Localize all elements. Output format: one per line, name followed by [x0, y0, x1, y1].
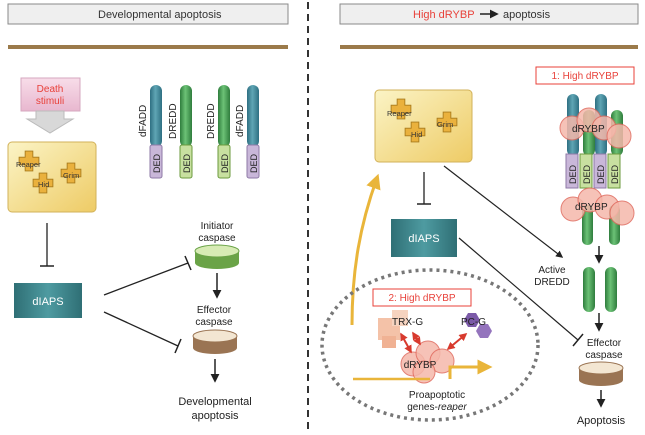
drybp-top-label: dRYBP	[572, 124, 605, 135]
left-outcome-line2: apoptosis	[191, 410, 239, 422]
right-outcome-label: Apoptosis	[577, 415, 626, 427]
initiator-label-2: caspase	[198, 233, 236, 244]
death-stimuli-line2: stimuli	[36, 96, 64, 107]
receptor-1-ded: DED	[152, 153, 162, 173]
left-receptors: dFADD DREDD DREDD dFADD DED DED DED DED	[138, 85, 260, 179]
genes-label: genes-reaper	[407, 402, 467, 413]
high-drybp-box-2	[372, 288, 472, 307]
nucleus-region	[320, 268, 540, 422]
left-reaper-label: Reaper	[16, 160, 41, 169]
right-effector-label-1: Effector	[587, 338, 622, 349]
left-diaps-box: dIAPS	[14, 283, 82, 318]
active-dredd-label-1: Active	[538, 265, 566, 276]
right-proapoptotic-box: Reaper Hid Grim	[374, 89, 473, 163]
receptor-2-name: DREDD	[168, 103, 179, 139]
left-header-box	[7, 3, 289, 25]
gene-transcription-arrow	[448, 359, 493, 379]
death-stimuli-line1: Death	[37, 84, 64, 95]
drybp-nuclear-label: dRYBP	[404, 360, 437, 371]
receptor-4-name: dFADD	[235, 105, 246, 137]
pcg-label: PC-G	[461, 317, 486, 328]
left-outcome-line1: Developmental	[178, 396, 251, 408]
death-stimuli-box: Death stimuli	[20, 77, 81, 134]
right-divider	[340, 45, 638, 49]
yellow-feedback-arrow	[350, 173, 381, 326]
initiator-label-1: Initiator	[201, 221, 234, 232]
high-drybp-box-1-label: 1: High dRYBP	[551, 71, 618, 82]
red-arrow-trxg-1	[400, 332, 412, 354]
receptor-3-ded: DED	[220, 153, 230, 173]
left-diaps-label: dIAPS	[32, 296, 63, 308]
right-grim-label: Grim	[437, 120, 453, 129]
right-diaps-inhibit-bar	[572, 333, 584, 347]
proapoptotic-label: Proapoptotic	[409, 390, 465, 401]
left-grim-label: Grim	[63, 171, 79, 180]
genes-prefix: genes-	[407, 402, 438, 413]
right-effector-caspase-disc	[578, 361, 624, 386]
drybp-nuclear-cluster	[400, 340, 455, 384]
drybp-middle-label: dRYBP	[575, 202, 608, 213]
left-proapoptotic-box: Reaper Hid Grim	[7, 141, 97, 213]
receptor-2-ded: DED	[182, 153, 192, 173]
right-diaps-box: dIAPS	[391, 219, 457, 257]
receptor-1-name: dFADD	[138, 105, 149, 137]
right-ded-3: DED	[596, 164, 606, 184]
diaps-inhibit-effector-bar	[174, 338, 182, 354]
initiator-caspase-disc	[194, 244, 240, 269]
right-ded-1: DED	[568, 164, 578, 184]
left-effector-label-1: Effector	[197, 305, 232, 316]
right-reaper-label: Reaper	[387, 109, 412, 118]
left-hid-label: Hid	[38, 180, 49, 189]
red-arrow-pcg	[446, 332, 468, 351]
trxg-complex	[378, 310, 408, 348]
diaps-inhibit-initiator-line	[103, 262, 189, 296]
right-ded-2: DED	[582, 164, 592, 184]
right-ded-4: DED	[610, 164, 620, 184]
right-effector-label-2: caspase	[585, 350, 623, 361]
receptor-4-ded: DED	[249, 153, 259, 173]
right-header-result: apoptosis	[503, 9, 551, 21]
gold-to-dredd-arrow	[443, 165, 564, 258]
receptor-3-name: DREDD	[206, 103, 217, 139]
left-effector-caspase-disc	[192, 329, 238, 354]
diaps-inhibit-effector-line	[103, 311, 179, 347]
left-effector-label-2: caspase	[195, 317, 233, 328]
left-header-title: Developmental apoptosis	[98, 9, 222, 21]
red-arrow-trxg-2	[412, 331, 421, 346]
diaps-inhibit-initiator-bar	[184, 255, 192, 271]
high-drybp-box-1	[535, 66, 635, 85]
right-hid-label: Hid	[411, 130, 422, 139]
reaper-gene-italic: reaper	[438, 402, 468, 413]
right-diaps-label: dIAPS	[408, 233, 439, 245]
high-drybp-box-2-label: 2: High dRYBP	[388, 293, 455, 304]
right-receptor-complex	[559, 94, 635, 245]
pcg-complex	[464, 313, 492, 338]
active-dredd-label-2: DREDD	[534, 277, 570, 288]
right-header-high: High dRYBP	[413, 9, 475, 21]
active-dredd-cylinders	[583, 267, 617, 312]
right-diaps-inhibit-line	[458, 237, 579, 341]
left-divider	[8, 45, 288, 49]
trxg-label: TRX-G	[392, 317, 423, 328]
